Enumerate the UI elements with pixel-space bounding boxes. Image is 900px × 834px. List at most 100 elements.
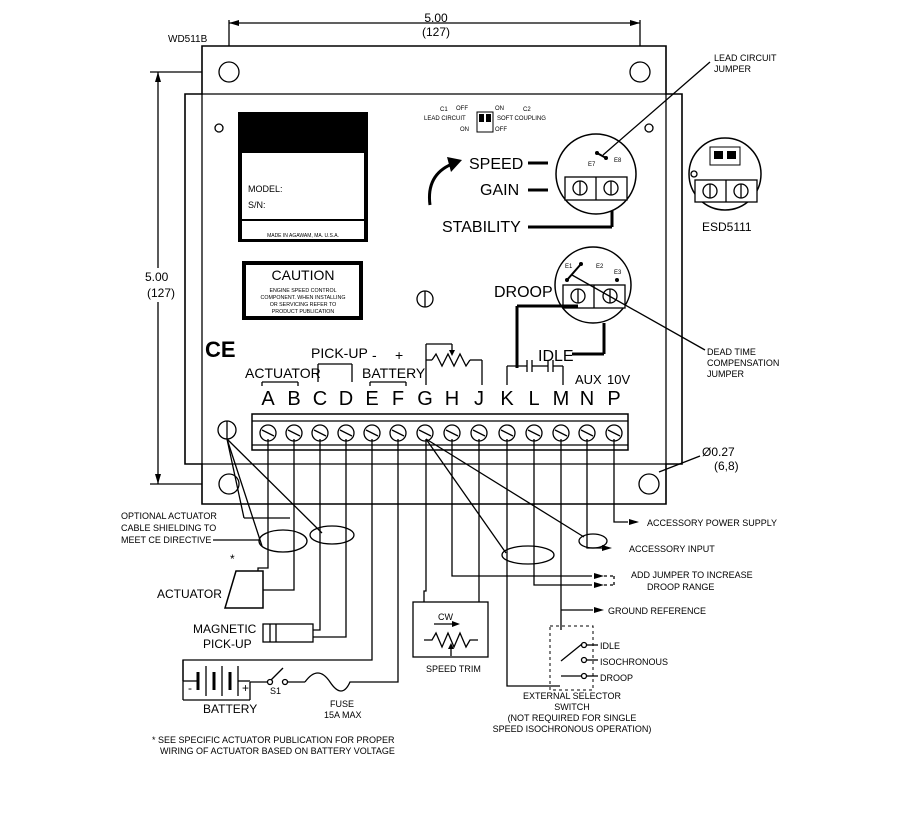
terminal-screw-slot (418, 429, 432, 437)
jumper-e3: E3 (614, 270, 622, 276)
mount-hole (218, 61, 240, 83)
jumper-e1: E1 (565, 264, 573, 270)
sn-label: S/N: (248, 200, 266, 210)
screw (214, 123, 224, 133)
selector-idle: IDLE (600, 641, 620, 651)
terminal-screw-slot (339, 429, 353, 437)
terminal-letter-p: P (607, 388, 620, 410)
dip-off: OFF (456, 106, 468, 112)
pickup-group-label: PICK-UP (311, 345, 368, 361)
selector-isochronous: ISOCHRONOUS (600, 657, 668, 667)
accessory-input-label: ACCESSORY INPUT (629, 544, 715, 554)
terminal-letter-b: B (287, 388, 300, 410)
terminal-letter-n: N (580, 388, 594, 410)
speed-trim-symbol (425, 343, 483, 385)
footnote: WIRING OF ACTUATOR BASED ON BATTERY VOLT… (160, 746, 395, 756)
cw-label: CW (438, 612, 453, 622)
dead-time-label: JUMPER (707, 369, 745, 379)
ce-mark: CE (205, 337, 236, 362)
caution-box: CAUTION ENGINE SPEED CONTROL COMPONENT. … (242, 261, 363, 320)
terminal-screw-slot (607, 429, 621, 437)
terminal-letter-h: H (445, 388, 459, 410)
battery-label: BATTERY (203, 702, 257, 716)
screw (644, 123, 654, 133)
esd5111-inset (688, 137, 762, 211)
dip-c2: C2 (523, 107, 531, 113)
mount-hole (638, 473, 660, 495)
idle-droop-contacts (506, 360, 564, 385)
selector-droop: DROOP (600, 673, 633, 683)
caution-line: ENGINE SPEED CONTROL (269, 288, 336, 294)
arrow-head (447, 157, 462, 172)
footnote: * SEE SPECIFIC ACTUATOR PUBLICATION FOR … (152, 735, 395, 745)
aux-label: AUX (575, 372, 602, 387)
actuator-symbol (223, 570, 264, 609)
terminal-screw-slot (261, 429, 275, 437)
caution-line: OR SERVICING REFER TO (270, 302, 337, 308)
lead-circuit-inset: E7 E8 (555, 133, 637, 215)
selector-note: EXTERNAL SELECTOR (523, 691, 622, 701)
mount-hole (629, 61, 651, 83)
speed-trim-label: SPEED TRIM (426, 664, 481, 674)
stability-label: STABILITY (442, 219, 521, 236)
battery-minus: - (372, 347, 377, 363)
terminal-letter-c: C (313, 388, 327, 410)
lead-circuit-jumper-label: JUMPER (714, 64, 752, 74)
droop-label: DROOP (494, 284, 553, 301)
selector-note: SPEED ISOCHRONOUS OPERATION) (493, 724, 652, 734)
dip-c1-label: LEAD CIRCUIT (424, 116, 466, 122)
dip-c2-label: SOFT COUPLING (497, 116, 546, 122)
speed-trim-pot: CW (412, 601, 489, 658)
shield-ellipse (501, 545, 555, 565)
drawing-id: WD511B (168, 34, 208, 45)
battery-group-label: BATTERY (362, 365, 426, 381)
terminal-screw-slot (500, 429, 514, 437)
dead-time-label: COMPENSATION (707, 358, 779, 368)
actuator-label: ACTUATOR (157, 587, 222, 601)
s1-label: S1 (270, 686, 281, 696)
shield-ellipse (309, 525, 355, 545)
terminal-letter-k: K (500, 388, 514, 410)
mag-pickup-label: MAGNETIC (193, 622, 257, 636)
battery-symbol (182, 660, 251, 701)
dip-switch: C1 OFF LEAD CIRCUIT ON ON C2 SOFT COUPLI… (424, 106, 546, 133)
footnote-star: * (230, 552, 235, 566)
dip-off: OFF (495, 127, 507, 133)
terminal-screw-slot (365, 429, 379, 437)
esd5111-label: ESD5111 (702, 220, 752, 234)
dead-time-label: DEAD TIME (707, 347, 756, 357)
terminal-screw-slot (391, 429, 405, 437)
caution-line: PRODUCT PUBLICATION (272, 309, 335, 315)
add-jumper-label: DROOP RANGE (647, 582, 714, 592)
shielding-note: MEET CE DIRECTIVE (121, 535, 211, 545)
dip-on: ON (460, 127, 469, 133)
dip-c1: C1 (440, 107, 448, 113)
callout-arrows (594, 519, 639, 613)
terminal-letter-l: L (528, 388, 539, 410)
speed-label: SPEED (469, 156, 523, 173)
terminal-letter-a: A (261, 388, 275, 410)
aux-voltage-label: 10V (607, 372, 630, 387)
shielding-note: OPTIONAL ACTUATOR (121, 511, 217, 521)
jumper-e8: E8 (614, 158, 622, 164)
actuator-group-label: ACTUATOR (245, 365, 321, 381)
battery-plus: + (395, 347, 403, 363)
caution-title: CAUTION (272, 267, 335, 283)
height-inches: 5.00 (145, 270, 169, 284)
accessory-power-label: ACCESSORY POWER SUPPLY (647, 518, 777, 528)
jumper-e7: E7 (588, 162, 596, 168)
dimension-width: 5.00 (127) (228, 11, 641, 60)
label-plate: MODEL: S/N: MADE IN AGAWAM, MA. U.S.A. (238, 112, 368, 242)
ground-reference-label: GROUND REFERENCE (608, 606, 706, 616)
fuse-label: 15A MAX (324, 710, 362, 720)
fuse-label: FUSE (330, 699, 354, 709)
mag-pickup-label: PICK-UP (203, 637, 252, 651)
terminal-strip (251, 413, 629, 451)
terminal-screw-slot (527, 429, 541, 437)
terminal-letter-m: M (553, 388, 570, 410)
battery-minus-sign: - (188, 681, 192, 695)
dip-on: ON (495, 106, 504, 112)
add-jumper-label: ADD JUMPER TO INCREASE (631, 570, 753, 580)
width-mm: (127) (422, 25, 450, 39)
